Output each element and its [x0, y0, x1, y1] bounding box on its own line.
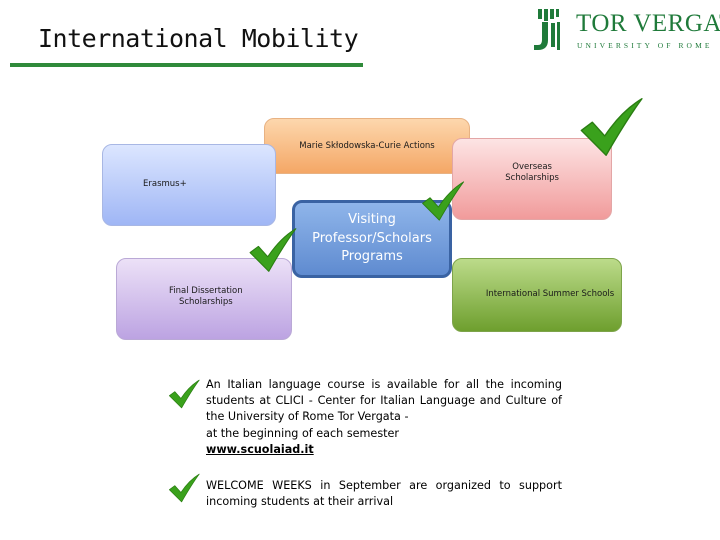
- text-line: at the beginning of each semester: [206, 426, 400, 440]
- scuolaiad-link[interactable]: www.scuolaiad.it: [206, 442, 314, 456]
- bullet-checkmark-icon: [169, 473, 200, 503]
- summer-schools-box: International Summer Schools: [452, 258, 622, 332]
- text-line: An Italian language course is available …: [206, 378, 562, 391]
- page-title: International Mobility: [38, 24, 359, 53]
- text-line: students at CLICI - Center for Italian L…: [206, 394, 562, 408]
- visiting-label-line2: Professor/Scholars: [312, 230, 432, 246]
- marie-curie-box: Marie Skłodowska-Curie Actions: [264, 118, 470, 174]
- logo-name: TOR VERGATA: [576, 10, 720, 37]
- final-label-line2: Scholarships: [178, 297, 233, 307]
- logo-emblem-icon: [534, 9, 560, 50]
- visiting-programs-box: Visiting Professor/Scholars Programs: [292, 200, 452, 278]
- marie-curie-label: Marie Skłodowska-Curie Actions: [299, 141, 435, 151]
- erasmus-box: Erasmus+: [102, 144, 276, 226]
- visiting-label-line1: Visiting: [348, 211, 396, 227]
- checkmark-icon: [249, 228, 297, 272]
- text-line: the University of Rome Tor Vergata -: [206, 410, 409, 424]
- erasmus-label: Erasmus+: [143, 179, 187, 190]
- title-underline: [10, 63, 363, 67]
- welcome-weeks-text: WELCOME WEEKS in September are organized…: [206, 478, 562, 510]
- university-logo: TOR VERGATA UNIVERSITY OF ROME: [528, 8, 720, 54]
- language-course-text: An Italian language course is available …: [206, 377, 562, 458]
- overseas-label-line1: Overseas: [512, 161, 552, 172]
- text-line: incoming students at their arrival: [206, 495, 394, 509]
- checkmark-icon: [580, 98, 643, 156]
- overseas-box: Overseas Scholarships: [452, 138, 612, 220]
- overseas-label-line2: Scholarships: [505, 173, 559, 183]
- summer-schools-label: International Summer Schools: [485, 289, 615, 300]
- text-line: WELCOME WEEKS in September are organized…: [206, 479, 562, 492]
- checkmark-icon: [422, 181, 465, 221]
- bullet-checkmark-icon: [169, 379, 200, 409]
- logo-subtitle: UNIVERSITY OF ROME: [577, 41, 713, 50]
- final-dissertation-box: Final Dissertation Scholarships: [116, 258, 292, 340]
- final-label-line1: Final Dissertation: [169, 285, 243, 296]
- visiting-label-line3: Programs: [341, 249, 403, 265]
